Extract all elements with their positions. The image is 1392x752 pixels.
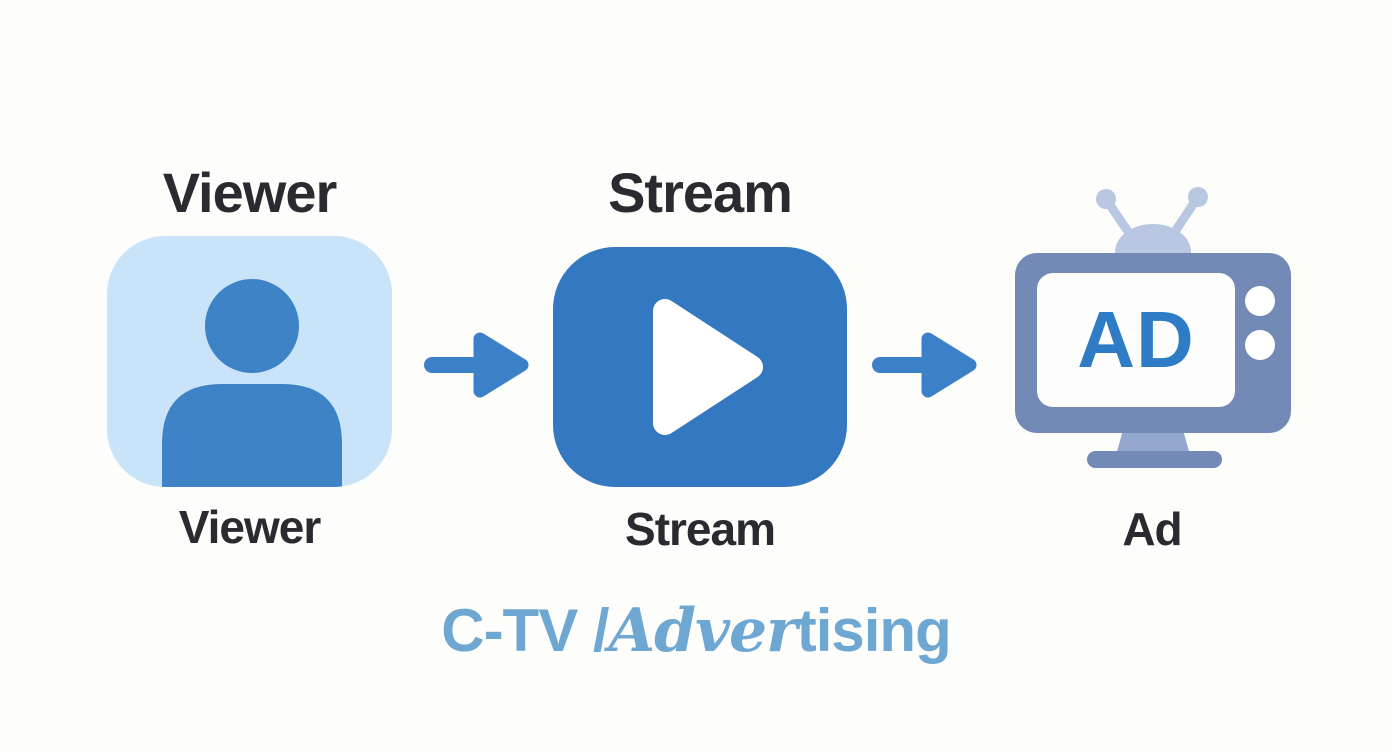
ad-label: Ad (1122, 503, 1182, 555)
caption-prefix: C-TV / (441, 597, 609, 664)
tv-knob-bottom (1245, 330, 1275, 360)
person-head (205, 279, 299, 373)
play-icon (553, 247, 847, 487)
ad-screen-text: AD (1077, 295, 1195, 384)
tv-screen (1037, 273, 1235, 407)
arrow-right-icon (872, 332, 977, 398)
stream-title: Stream (608, 161, 793, 224)
viewer-title: Viewer (162, 161, 338, 224)
viewer-label: Viewer (178, 501, 321, 553)
caption-suffix: tising (796, 597, 952, 664)
user-icon (107, 236, 392, 487)
play-triangle (653, 299, 763, 435)
arrow-right-icon (424, 332, 529, 398)
tv-knob-top (1245, 286, 1275, 316)
person-body (162, 384, 342, 487)
tv-stand-base (1087, 451, 1222, 468)
caption-script-segment: Adver (608, 596, 798, 666)
tv-icon (1015, 187, 1291, 468)
stream-label: Stream (625, 503, 776, 555)
caption: C-TV /Advertising (0, 596, 1392, 666)
